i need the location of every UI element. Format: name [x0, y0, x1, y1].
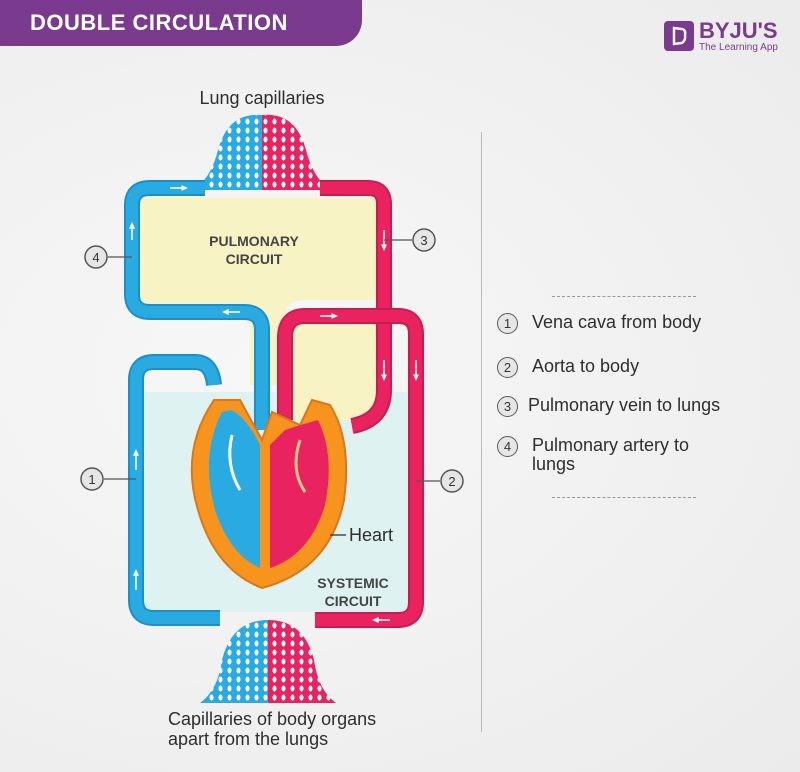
- title-banner: DOUBLE CIRCULATION: [0, 0, 362, 46]
- legend-number-badge: 3: [497, 396, 518, 417]
- legend-item-text: Aorta to body: [532, 356, 640, 376]
- pulmonary-circuit-label-2: CIRCUIT: [226, 251, 283, 267]
- callout-2: 2: [416, 469, 464, 493]
- svg-text:4: 4: [92, 250, 99, 265]
- legend-item-text: Pulmonary vein to lungs: [528, 395, 721, 415]
- legend-item-text: Pulmonary artery to lungs: [532, 435, 690, 474]
- page-title: DOUBLE CIRCULATION: [30, 10, 288, 35]
- heart-label: Heart: [349, 525, 393, 545]
- legend-item: 3 Pulmonary vein to lungs: [497, 396, 720, 417]
- legend-item: 4 Pulmonary artery to lungs: [497, 436, 722, 474]
- svg-text:1: 1: [88, 472, 95, 487]
- legend-item: 1 Vena cava from body: [497, 313, 701, 334]
- legend-item-text: Vena cava from body: [532, 312, 702, 332]
- legend-number-badge: 2: [497, 357, 518, 378]
- callout-4: 4: [84, 245, 132, 269]
- callout-3: 3: [384, 228, 436, 252]
- flow-arrows: [129, 185, 419, 623]
- circulation-diagram: Lung capillaries PULMONARY CIRCUIT SYSTE…: [80, 88, 464, 749]
- lung-capillaries: [195, 114, 329, 190]
- pulmonary-circuit-label-1: PULMONARY: [209, 233, 299, 249]
- brand-tagline: The Learning App: [699, 42, 778, 53]
- legend-top-divider: [552, 296, 696, 297]
- lung-capillaries-label: Lung capillaries: [199, 88, 324, 108]
- systemic-circuit-label-2: CIRCUIT: [325, 593, 382, 609]
- logo-icon: [664, 21, 694, 51]
- legend-bottom-divider: [552, 497, 696, 498]
- legend-number-badge: 1: [497, 313, 518, 334]
- body-capillaries: [200, 620, 336, 703]
- brand-logo: BYJU'S The Learning App: [664, 20, 778, 54]
- brand-name: BYJU'S: [699, 18, 778, 43]
- vertical-divider: [481, 132, 482, 732]
- svg-text:3: 3: [420, 233, 427, 248]
- legend-number-badge: 4: [497, 436, 518, 457]
- body-capillaries-label-2: apart from the lungs: [168, 729, 328, 749]
- systemic-circuit-label-1: SYSTEMIC: [317, 575, 389, 591]
- body-capillaries-label-1: Capillaries of body organs: [168, 709, 376, 729]
- svg-text:2: 2: [448, 474, 455, 489]
- callout-1: 1: [80, 467, 136, 491]
- heart: [190, 398, 348, 590]
- legend-item: 2 Aorta to body: [497, 357, 639, 378]
